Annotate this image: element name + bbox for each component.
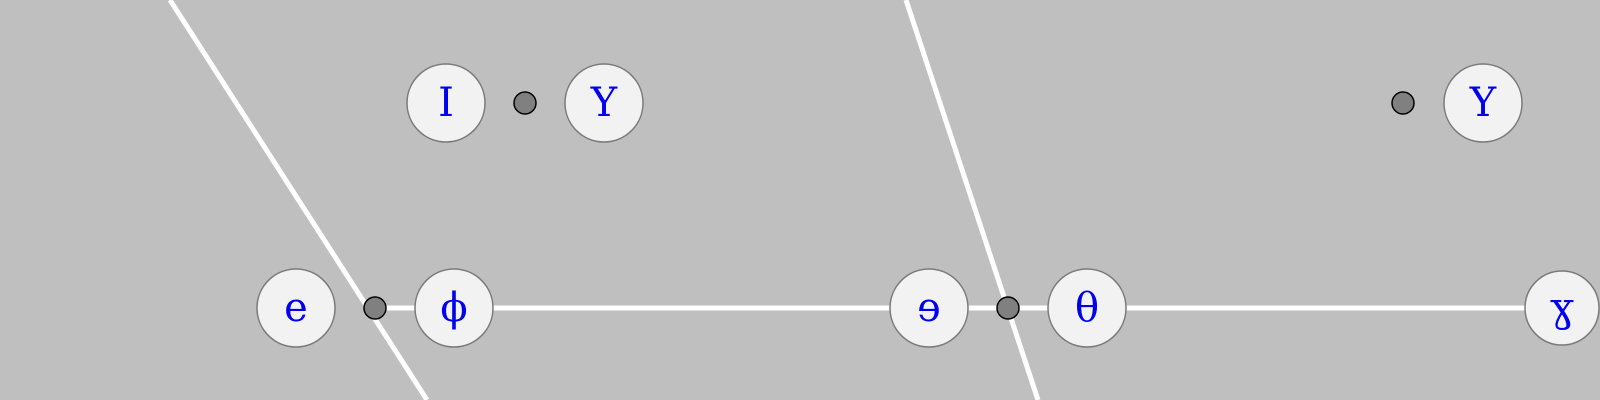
node-i[interactable]: I — [406, 63, 486, 143]
node-circle — [564, 63, 644, 143]
node-e[interactable]: e — [256, 268, 336, 348]
node-circle — [1047, 268, 1127, 348]
junction-dot[interactable] — [513, 91, 537, 115]
node-circle — [256, 268, 336, 348]
node-reversed-e[interactable]: ɘ — [889, 268, 969, 348]
node-label: ϕ — [440, 285, 467, 331]
node-label: ɘ — [917, 285, 941, 331]
node-circle — [1443, 63, 1523, 143]
node-label: ɣ — [1550, 285, 1574, 331]
node-circle — [1524, 270, 1600, 346]
node-circle — [414, 268, 494, 348]
diagonal-line-right — [903, 0, 1041, 400]
junction-dot[interactable] — [996, 296, 1020, 320]
diagonal-line-left — [167, 0, 430, 400]
node-label: I — [438, 80, 454, 126]
node-circle — [889, 268, 969, 348]
node-circle — [406, 63, 486, 143]
junction-dot[interactable] — [1391, 91, 1415, 115]
node-label: e — [284, 285, 308, 331]
node-label: θ — [1075, 285, 1099, 331]
node-upsilon-right[interactable]: Y — [1443, 63, 1523, 143]
node-label: Y — [1469, 80, 1497, 126]
junction-dot[interactable] — [363, 296, 387, 320]
node-theta[interactable]: θ — [1047, 268, 1127, 348]
node-gamma[interactable]: ɣ — [1524, 270, 1600, 346]
node-phi[interactable]: ϕ — [414, 268, 494, 348]
node-upsilon-left[interactable]: Y — [564, 63, 644, 143]
node-label: Y — [590, 80, 618, 126]
